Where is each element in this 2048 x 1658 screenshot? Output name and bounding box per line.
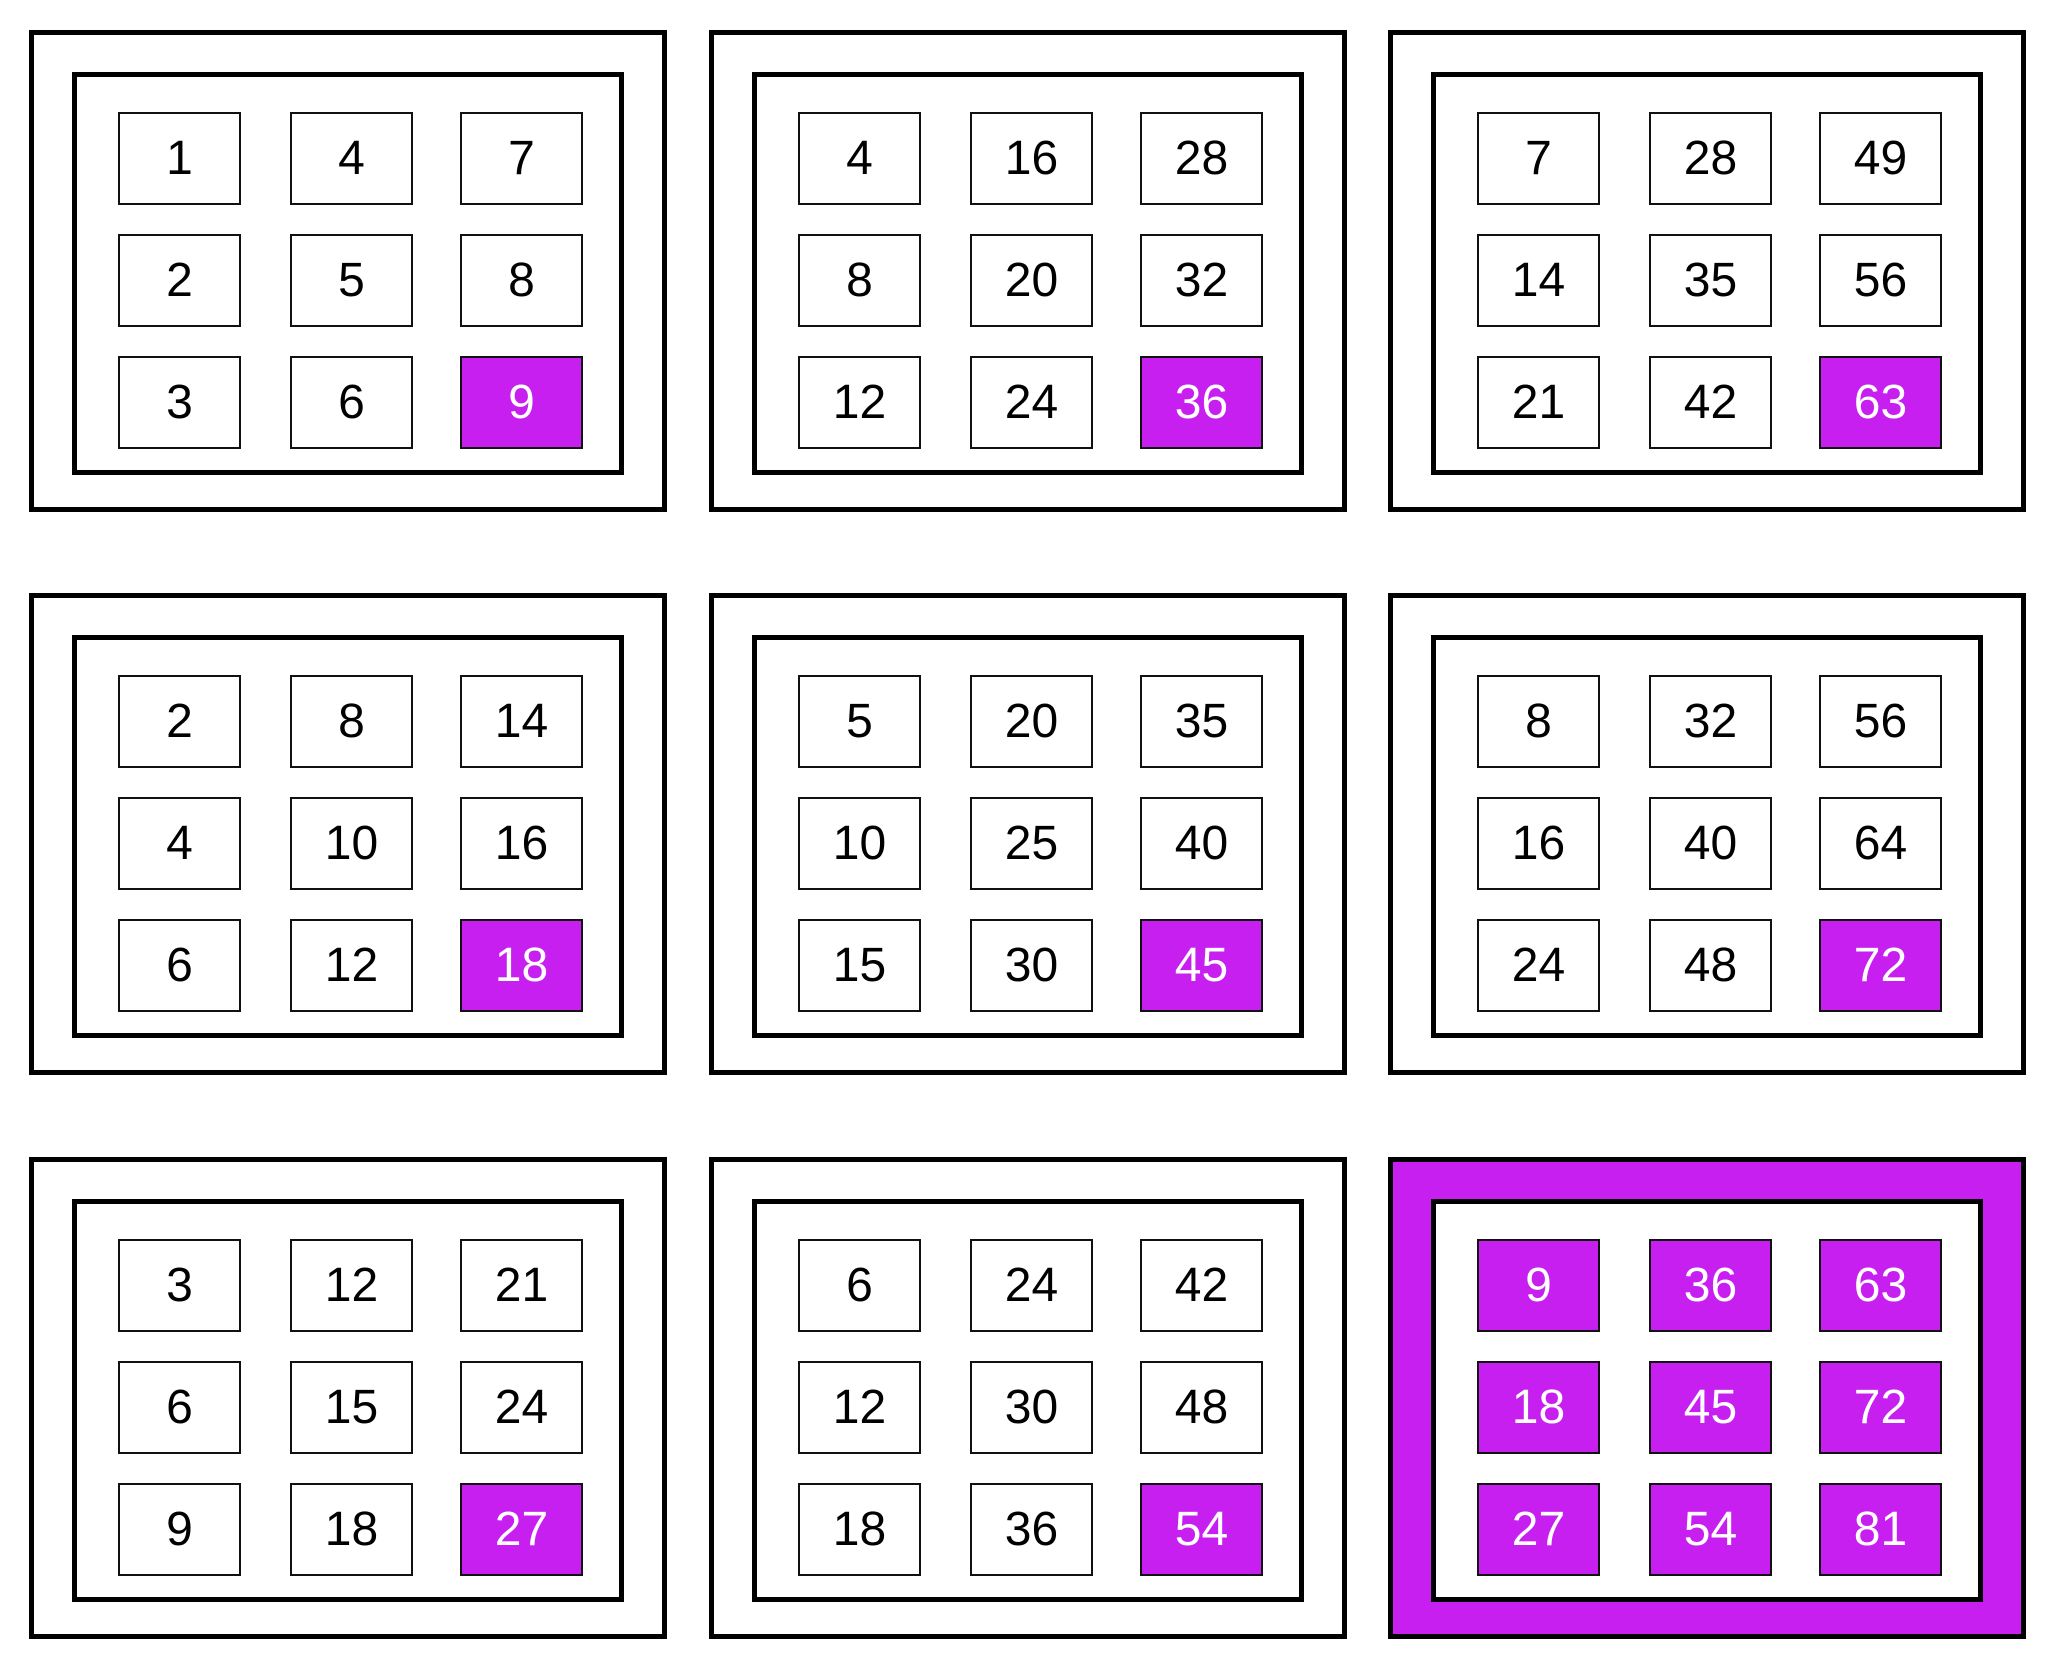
number-cell: 25 (970, 797, 1093, 890)
number-cell: 8 (460, 234, 583, 327)
number-cell: 15 (798, 919, 921, 1012)
number-cell: 6 (798, 1239, 921, 1332)
number-cell: 64 (1819, 797, 1942, 890)
number-cell: 3 (118, 1239, 241, 1332)
panel-7: 3 12 21 6 15 24 9 18 27 (29, 1157, 667, 1639)
number-cell: 32 (1140, 234, 1263, 327)
number-cell: 12 (290, 1239, 413, 1332)
number-cell: 81 (1819, 1483, 1942, 1576)
number-cell: 48 (1649, 919, 1772, 1012)
number-cell: 40 (1140, 797, 1263, 890)
number-cell: 9 (1477, 1239, 1600, 1332)
number-cell: 30 (970, 919, 1093, 1012)
number-cell: 42 (1649, 356, 1772, 449)
number-cell: 10 (290, 797, 413, 890)
panel-2: 4 16 28 8 20 32 12 24 36 (709, 30, 1347, 512)
panel-5: 5 20 35 10 25 40 15 30 45 (709, 593, 1347, 1075)
number-cell: 12 (798, 1361, 921, 1454)
number-cell: 4 (798, 112, 921, 205)
number-cell: 24 (460, 1361, 583, 1454)
number-cell: 3 (118, 356, 241, 449)
number-cell: 63 (1819, 1239, 1942, 1332)
number-cell: 8 (290, 675, 413, 768)
number-cell: 5 (290, 234, 413, 327)
number-cell: 1 (118, 112, 241, 205)
number-cell: 56 (1819, 675, 1942, 768)
panel-8: 6 24 42 12 30 48 18 36 54 (709, 1157, 1347, 1639)
number-cell: 40 (1649, 797, 1772, 890)
number-cell: 49 (1819, 112, 1942, 205)
number-cell: 24 (1477, 919, 1600, 1012)
inner-frame: 8 32 56 16 40 64 24 48 72 (1431, 635, 1983, 1038)
inner-frame: 4 16 28 8 20 32 12 24 36 (752, 72, 1304, 475)
number-cell: 7 (460, 112, 583, 205)
number-cell: 28 (1140, 112, 1263, 205)
number-cell: 36 (970, 1483, 1093, 1576)
number-cell: 16 (970, 112, 1093, 205)
number-cell: 12 (798, 356, 921, 449)
inner-frame: 6 24 42 12 30 48 18 36 54 (752, 1199, 1304, 1602)
number-cell: 6 (118, 1361, 241, 1454)
number-cell: 35 (1649, 234, 1772, 327)
number-cell: 10 (798, 797, 921, 890)
number-cell: 4 (118, 797, 241, 890)
number-cell: 2 (118, 234, 241, 327)
number-cell: 6 (118, 919, 241, 1012)
number-cell: 9 (460, 356, 583, 449)
number-cell: 15 (290, 1361, 413, 1454)
inner-frame: 7 28 49 14 35 56 21 42 63 (1431, 72, 1983, 475)
number-cell: 14 (1477, 234, 1600, 327)
number-cell: 7 (1477, 112, 1600, 205)
number-cell: 72 (1819, 919, 1942, 1012)
panel-9: 9 36 63 18 45 72 27 54 81 (1388, 1157, 2026, 1639)
number-cell: 8 (798, 234, 921, 327)
number-cell: 54 (1140, 1483, 1263, 1576)
number-cell: 18 (798, 1483, 921, 1576)
number-cell: 8 (1477, 675, 1600, 768)
number-cell: 21 (1477, 356, 1600, 449)
number-cell: 6 (290, 356, 413, 449)
number-cell: 28 (1649, 112, 1772, 205)
number-cell: 30 (970, 1361, 1093, 1454)
number-cell: 27 (1477, 1483, 1600, 1576)
panel-6: 8 32 56 16 40 64 24 48 72 (1388, 593, 2026, 1075)
number-cell: 72 (1819, 1361, 1942, 1454)
number-cell: 45 (1649, 1361, 1772, 1454)
number-cell: 14 (460, 675, 583, 768)
number-cell: 20 (970, 675, 1093, 768)
number-cell: 18 (1477, 1361, 1600, 1454)
inner-frame: 3 12 21 6 15 24 9 18 27 (72, 1199, 624, 1602)
number-cell: 36 (1649, 1239, 1772, 1332)
panel-3: 7 28 49 14 35 56 21 42 63 (1388, 30, 2026, 512)
number-cell: 48 (1140, 1361, 1263, 1454)
number-cell: 9 (118, 1483, 241, 1576)
number-cell: 27 (460, 1483, 583, 1576)
number-cell: 16 (1477, 797, 1600, 890)
number-cell: 4 (290, 112, 413, 205)
inner-frame: 5 20 35 10 25 40 15 30 45 (752, 635, 1304, 1038)
number-cell: 18 (460, 919, 583, 1012)
number-cell: 16 (460, 797, 583, 890)
number-cell: 45 (1140, 919, 1263, 1012)
number-cell: 54 (1649, 1483, 1772, 1576)
number-cell: 32 (1649, 675, 1772, 768)
number-cell: 18 (290, 1483, 413, 1576)
number-cell: 24 (970, 356, 1093, 449)
number-cell: 56 (1819, 234, 1942, 327)
number-cell: 5 (798, 675, 921, 768)
number-cell: 35 (1140, 675, 1263, 768)
number-cell: 2 (118, 675, 241, 768)
number-cell: 42 (1140, 1239, 1263, 1332)
number-cell: 36 (1140, 356, 1263, 449)
number-cell: 24 (970, 1239, 1093, 1332)
number-cell: 63 (1819, 356, 1942, 449)
number-cell: 12 (290, 919, 413, 1012)
number-cell: 20 (970, 234, 1093, 327)
inner-frame: 9 36 63 18 45 72 27 54 81 (1431, 1199, 1983, 1602)
number-cell: 21 (460, 1239, 583, 1332)
